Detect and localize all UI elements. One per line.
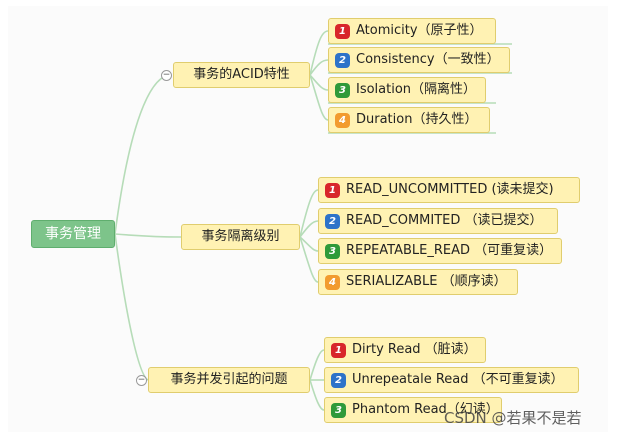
link-iso-3 — [299, 236, 319, 252]
link-acid-duration — [309, 74, 329, 121]
branch-isolation-levels[interactable]: 事务隔离级别 — [181, 224, 300, 250]
leaf-duration[interactable]: 4 Duration（持久性） — [328, 107, 490, 133]
leaf-label: Unrepeatale Read （不可重复读） — [352, 372, 564, 387]
link-acid-atomicity — [309, 30, 329, 76]
branch-acid-properties[interactable]: 事务的ACID特性 — [173, 62, 310, 88]
leaf-label: Isolation（隔离性） — [356, 82, 477, 97]
leaf-unrepeatale-read[interactable]: 2 Unrepeatale Read （不可重复读） — [324, 367, 579, 393]
link-prob-3 — [309, 379, 325, 411]
link-root-acid — [114, 74, 169, 235]
branch-concurrency-problems[interactable]: 事务并发引起的问题 — [148, 367, 310, 393]
leaf-label: Atomicity（原子性） — [356, 23, 483, 38]
csdn-watermark: CSDN @若果不是若 — [444, 409, 582, 427]
leaf-label: READ_COMMITED （读已提交） — [346, 213, 543, 228]
leaf-label: SERIALIZABLE （顺序读） — [346, 274, 507, 289]
leaf-label: READ_UNCOMMITTED (读未提交) — [346, 182, 554, 197]
priority-3-icon: 3 — [325, 244, 340, 259]
collapse-toggle-problems[interactable]: − — [136, 375, 147, 386]
leaf-label: Phantom Read（幻读） — [352, 402, 499, 417]
link-root-problems — [114, 233, 149, 381]
leaf-label: Dirty Read （脏读） — [352, 342, 477, 357]
priority-3-icon: 3 — [335, 83, 350, 98]
leaf-label: REPEATABLE_READ （可重复读） — [346, 243, 553, 258]
link-acid-consistency — [309, 59, 329, 76]
priority-1-icon: 1 — [325, 183, 340, 198]
priority-2-icon: 2 — [331, 373, 346, 388]
link-iso-2 — [299, 220, 319, 238]
link-iso-1 — [299, 189, 319, 238]
priority-3-icon: 3 — [331, 403, 346, 418]
underline-acid — [328, 43, 512, 134]
collapse-toggle-acid[interactable]: − — [161, 70, 172, 81]
leaf-read-commited[interactable]: 2 READ_COMMITED （读已提交） — [318, 208, 558, 234]
priority-1-icon: 1 — [335, 24, 350, 39]
leaf-label: Consistency（一致性） — [356, 52, 500, 67]
leaf-isolation[interactable]: 3 Isolation（隔离性） — [328, 77, 486, 103]
leaf-repeatable-read[interactable]: 3 REPEATABLE_READ （可重复读） — [318, 238, 562, 264]
priority-2-icon: 2 — [325, 214, 340, 229]
link-acid-isolation — [309, 74, 329, 91]
leaf-atomicity[interactable]: 1 Atomicity（原子性） — [328, 18, 496, 44]
leaf-consistency[interactable]: 2 Consistency（一致性） — [328, 47, 510, 73]
priority-1-icon: 1 — [331, 343, 346, 358]
leaf-serializable[interactable]: 4 SERIALIZABLE （顺序读） — [318, 269, 518, 295]
link-prob-1 — [309, 349, 325, 381]
priority-4-icon: 4 — [335, 113, 350, 128]
leaf-dirty-read[interactable]: 1 Dirty Read （脏读） — [324, 337, 486, 363]
leaf-read-uncommitted[interactable]: 1 READ_UNCOMMITTED (读未提交) — [318, 177, 580, 203]
link-root-isolation — [114, 233, 182, 238]
leaf-phantom-read[interactable]: 3 Phantom Read（幻读） — [324, 397, 502, 423]
leaf-label: Duration（持久性） — [356, 112, 478, 127]
priority-2-icon: 2 — [335, 53, 350, 68]
priority-4-icon: 4 — [325, 275, 340, 290]
link-iso-4 — [299, 236, 319, 283]
root-node[interactable]: 事务管理 — [31, 220, 115, 248]
